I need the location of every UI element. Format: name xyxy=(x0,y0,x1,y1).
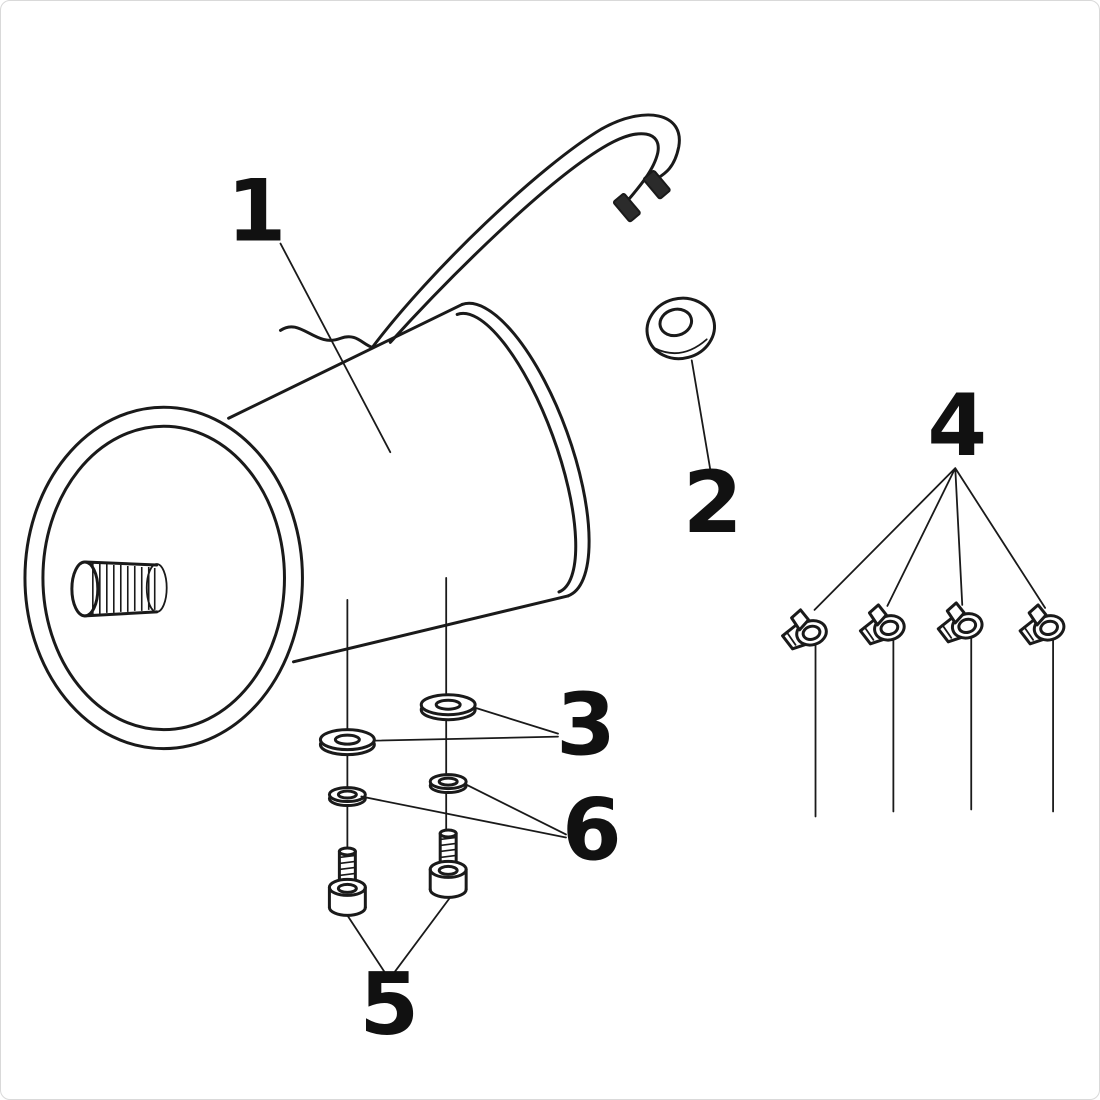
part-label-1: 1 xyxy=(227,162,287,262)
lock-washer-icon xyxy=(327,786,367,808)
spade-connector-icon xyxy=(642,170,671,200)
socket-head-screw-icon xyxy=(428,828,468,899)
part-3-flat-washers xyxy=(318,693,477,757)
part-label-6: 6 xyxy=(562,780,622,880)
part-1-cylinder-body xyxy=(23,113,681,751)
cable-clip-icon xyxy=(936,601,987,812)
part-label-2: 2 xyxy=(683,453,743,553)
part-label-4: 4 xyxy=(927,376,987,476)
lock-washer-icon xyxy=(428,773,468,795)
cable-clip-icon xyxy=(781,608,831,819)
part-label-3: 3 xyxy=(556,676,616,776)
part-6-lock-washers xyxy=(327,773,468,808)
part-2-ring-grommet xyxy=(645,296,716,361)
leader-lines xyxy=(279,242,1046,981)
threaded-stud xyxy=(70,560,168,618)
cable-clip-icon xyxy=(1018,603,1069,814)
part-labels: 1 2 3 4 5 6 xyxy=(227,162,987,1056)
spade-connector-icon xyxy=(612,193,641,223)
flat-washer-icon xyxy=(318,728,376,757)
cable-clip-icon xyxy=(858,603,909,814)
part-label-5: 5 xyxy=(359,955,419,1055)
socket-head-screw-icon xyxy=(327,846,367,917)
flat-washer-icon xyxy=(419,693,477,722)
wires xyxy=(278,113,681,349)
part-4-cable-clips xyxy=(781,601,1069,819)
